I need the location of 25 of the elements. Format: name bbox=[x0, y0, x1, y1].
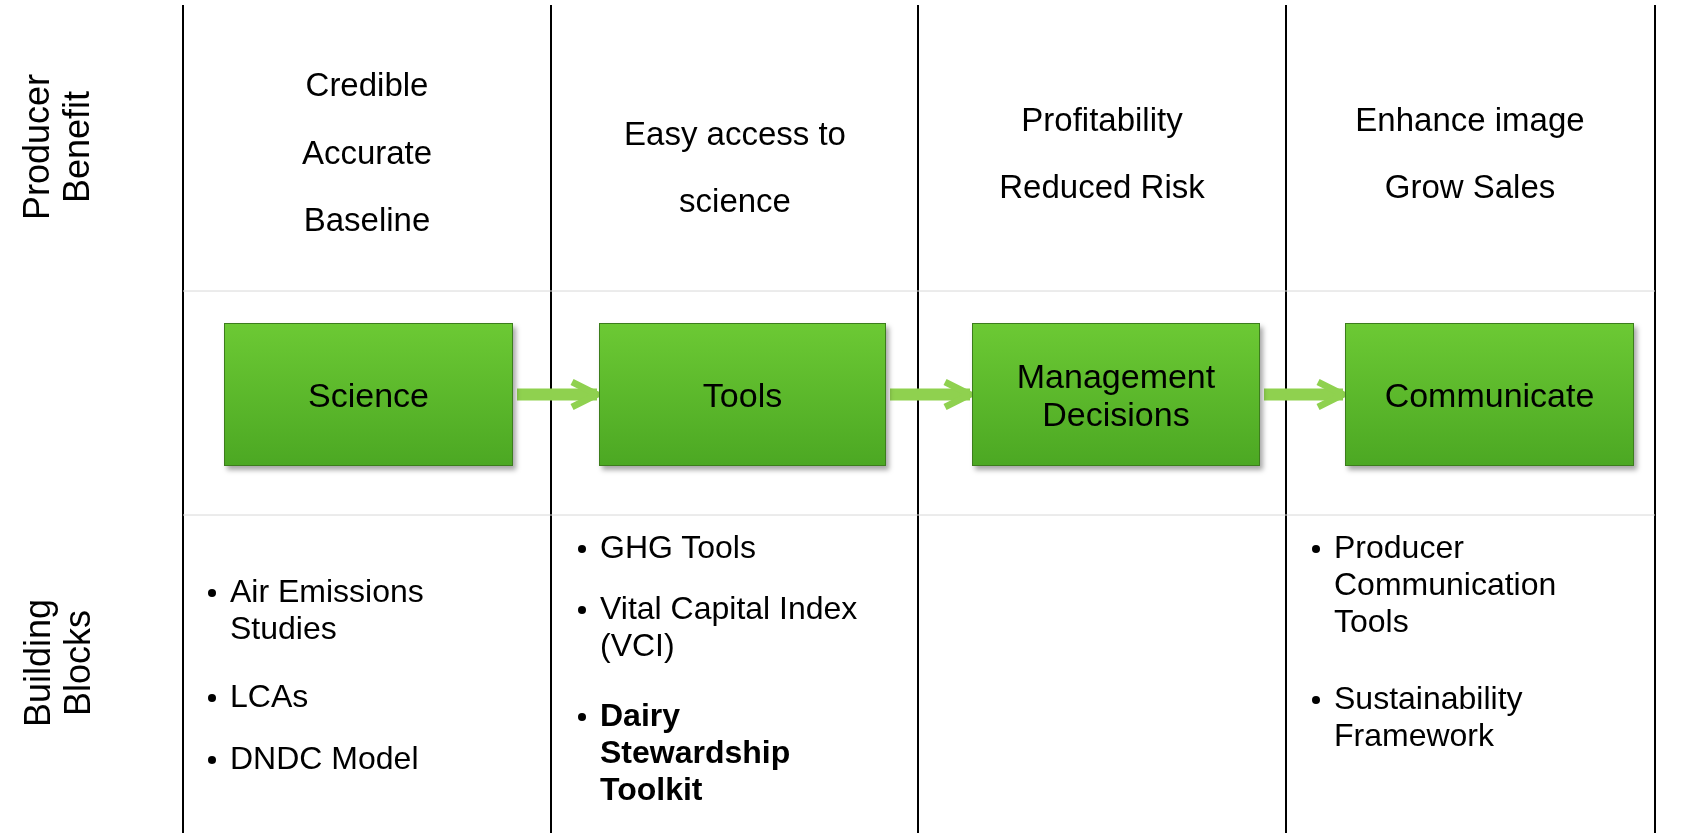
benefit-text: Accurate bbox=[300, 134, 434, 172]
bullet-item: GHG Tools bbox=[574, 529, 904, 566]
bullet-item: Air Emissions Studies bbox=[204, 573, 524, 647]
benefit-text: Reduced Risk bbox=[998, 168, 1206, 206]
row-heading: Building Blocks bbox=[17, 597, 97, 729]
benefit-text: Credible bbox=[304, 66, 430, 104]
bullet-item: Dairy Stewardship Toolkit bbox=[574, 697, 874, 808]
bullet-item: Vital Capital Index (VCI) bbox=[574, 590, 904, 664]
process-box: Communicate bbox=[1345, 323, 1634, 466]
bullet-item: DNDC Model bbox=[204, 740, 524, 777]
bullet-item: Producer Communication Tools bbox=[1308, 529, 1608, 640]
benefit-text: Enhance image bbox=[1354, 101, 1586, 139]
benefit-text: Profitability bbox=[1020, 101, 1184, 139]
bullet-item: LCAs bbox=[204, 678, 524, 715]
process-box: Tools bbox=[599, 323, 886, 466]
arrow bbox=[1264, 378, 1347, 411]
process-box: Science bbox=[224, 323, 513, 466]
process-box: Management Decisions bbox=[972, 323, 1260, 466]
benefit-text: Easy access to science bbox=[623, 114, 847, 221]
row-heading: Producer Benefit bbox=[17, 72, 97, 223]
bullet-item: Sustainability Framework bbox=[1308, 680, 1608, 754]
arrow bbox=[517, 378, 601, 411]
arrow bbox=[890, 378, 974, 411]
benefit-text: Grow Sales bbox=[1383, 168, 1557, 206]
benefit-text: Baseline bbox=[302, 201, 432, 239]
